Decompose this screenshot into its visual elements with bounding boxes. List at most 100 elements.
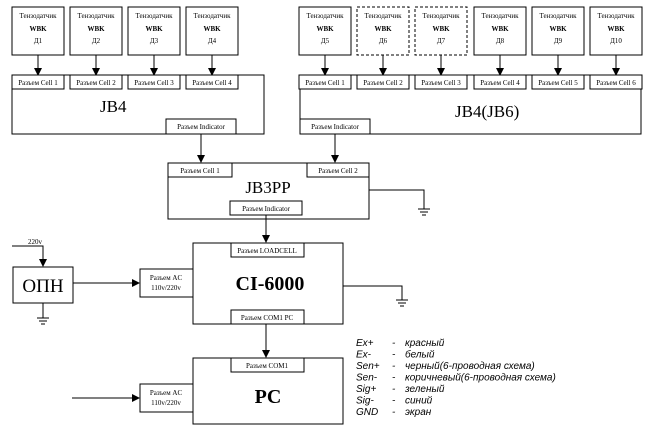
sensor-model-label: WBK bbox=[316, 25, 334, 33]
legend-row: GND-экран bbox=[356, 407, 432, 418]
legend-desc: черный(6-проводная схема) bbox=[405, 361, 535, 372]
sensor-type-label: Тензодатчик bbox=[364, 12, 402, 20]
pc-ac-box bbox=[139, 383, 194, 413]
sensor-type-label: Тензодатчик bbox=[597, 12, 635, 20]
cell-connector-box bbox=[531, 74, 585, 90]
legend-dash: - bbox=[392, 384, 396, 395]
jb3pp-cell1-label: Разъем Cell 1 bbox=[180, 167, 220, 175]
legend-code: Sig- bbox=[356, 396, 374, 407]
sensor-id-label: Д4 bbox=[208, 37, 217, 45]
sensor-type-label: Тензодатчик bbox=[539, 12, 577, 20]
ci6000-ac-line1: Разъем AC bbox=[150, 274, 183, 282]
sensor-group-right: ТензодатчикWBKД5ТензодатчикWBKД6Тензодат… bbox=[298, 6, 643, 76]
jb4-left-cell-1: Разъем Cell 1 bbox=[11, 74, 65, 90]
jb3pp-cell2-box bbox=[306, 162, 370, 178]
legend-row: Sig--синий bbox=[356, 396, 433, 407]
jb4-right-cell-4: Разъем Cell 4 bbox=[473, 74, 527, 90]
cell-connector-box bbox=[11, 74, 65, 90]
sensor-id-label: Д3 bbox=[150, 37, 159, 45]
pc-ac-line1: Разъем AC bbox=[150, 389, 183, 397]
sensor-box bbox=[356, 6, 410, 56]
sensor-id-label: Д1 bbox=[34, 37, 43, 45]
ci6000-ac-box bbox=[139, 268, 194, 298]
cell-connector-box bbox=[473, 74, 527, 90]
sensor-id-label: Д6 bbox=[379, 37, 388, 45]
pc-com1-box bbox=[230, 357, 305, 373]
cell-connector-label: Разъем Cell 4 bbox=[480, 79, 520, 87]
wire-color-legend: Ex+-красныйEx--белыйSen+-черный(6-провод… bbox=[356, 338, 556, 418]
cell-connector-label: Разъем Cell 4 bbox=[192, 79, 232, 87]
ci6000-com1-box bbox=[230, 309, 305, 325]
cell-connector-label: Разъем Cell 3 bbox=[134, 79, 174, 87]
legend-dash: - bbox=[392, 350, 396, 361]
cell-connector-label: Разъем Cell 5 bbox=[538, 79, 578, 87]
legend-dash: - bbox=[392, 407, 396, 418]
sensor-model-label: WBK bbox=[549, 25, 567, 33]
legend-code: Sig+ bbox=[356, 384, 376, 395]
sensor-model-label: WBK bbox=[432, 25, 450, 33]
opn-label: ОПН bbox=[22, 276, 63, 297]
legend-row: Ex+ -красный bbox=[356, 338, 445, 349]
ci6000-title: CI-6000 bbox=[236, 273, 305, 295]
cell-connector-box bbox=[414, 74, 468, 90]
ci6000-ac-line2: 110v/220v bbox=[151, 284, 181, 292]
jb4-left-indicator-label: Разъем Indicator bbox=[177, 123, 225, 131]
cell-connector-label: Разъем Cell 3 bbox=[421, 79, 461, 87]
jb3pp-indicator-label: Разъем Indicator bbox=[242, 205, 290, 213]
sensor-model-label: WBK bbox=[203, 25, 221, 33]
ci6000-ground-wire bbox=[343, 285, 403, 300]
sensor-box bbox=[473, 6, 527, 56]
sensor-box bbox=[414, 6, 468, 56]
cell-connector-box bbox=[69, 74, 123, 90]
jb4-right-cell-5: Разъем Cell 5 bbox=[531, 74, 585, 90]
jb4-left-cell-3: Разъем Cell 3 bbox=[127, 74, 181, 90]
sensor-model-label: WBK bbox=[87, 25, 105, 33]
sensor-id-label: Д5 bbox=[321, 37, 330, 45]
legend-code: Sen+ bbox=[356, 361, 380, 372]
cell-connector-label: Разъем Cell 1 bbox=[305, 79, 345, 87]
legend-desc: белый bbox=[405, 349, 435, 361]
legend-desc: красный bbox=[405, 338, 445, 349]
jb4-right-cell-1: Разъем Cell 1 bbox=[298, 74, 352, 90]
sensor-model-label: WBK bbox=[607, 25, 625, 33]
ci6000-ground-icon bbox=[396, 299, 408, 307]
legend-desc: синий bbox=[405, 396, 433, 407]
legend-dash: - bbox=[392, 338, 396, 349]
jb3pp-cell2-label: Разъем Cell 2 bbox=[318, 167, 358, 175]
jb4-right-indicator-label: Разъем Indicator bbox=[311, 123, 359, 131]
sensor-box bbox=[298, 6, 352, 56]
sensor-id-label: Д2 bbox=[92, 37, 101, 45]
cell-connector-label: Разъем Cell 6 bbox=[596, 79, 636, 87]
sensor-model-label: WBK bbox=[145, 25, 163, 33]
sensor-model-label: WBK bbox=[374, 25, 392, 33]
legend-code: Ex+ bbox=[356, 338, 374, 349]
jb3pp-title: JB3PP bbox=[245, 178, 290, 197]
jb4-right-cell-2: Разъем Cell 2 bbox=[356, 74, 410, 90]
sensor-box bbox=[127, 6, 181, 56]
legend-desc: коричневый(6-проводная схема) bbox=[405, 373, 556, 384]
jb3pp-cell1-box bbox=[167, 162, 233, 178]
legend-row: Sen+-черный(6-проводная схема) bbox=[356, 361, 535, 372]
wire-mains-to-opn bbox=[12, 245, 47, 267]
cell-connector-box bbox=[589, 74, 643, 90]
sensor-group-left: ТензодатчикWBKД1ТензодатчикWBKД2Тензодат… bbox=[11, 6, 239, 76]
sensor-id-label: Д9 bbox=[554, 37, 563, 45]
sensor-model-label: WBK bbox=[29, 25, 47, 33]
cell-connector-label: Разъем Cell 2 bbox=[363, 79, 403, 87]
sensor-type-label: Тензодатчик bbox=[19, 12, 57, 20]
jb4-right-cells: Разъем Cell 1 Разъем Cell 2 Разъем Cell 3 Р… bbox=[298, 74, 643, 90]
ci6000-loadcell-box bbox=[230, 242, 305, 258]
jb4-right-title: JB4(JB6) bbox=[455, 102, 519, 121]
opn-ground-icon bbox=[37, 317, 49, 325]
sensor-type-label: Тензодатчик bbox=[422, 12, 460, 20]
legend-desc: экран bbox=[405, 407, 432, 418]
jb4-left-title: JB4 bbox=[100, 97, 127, 116]
